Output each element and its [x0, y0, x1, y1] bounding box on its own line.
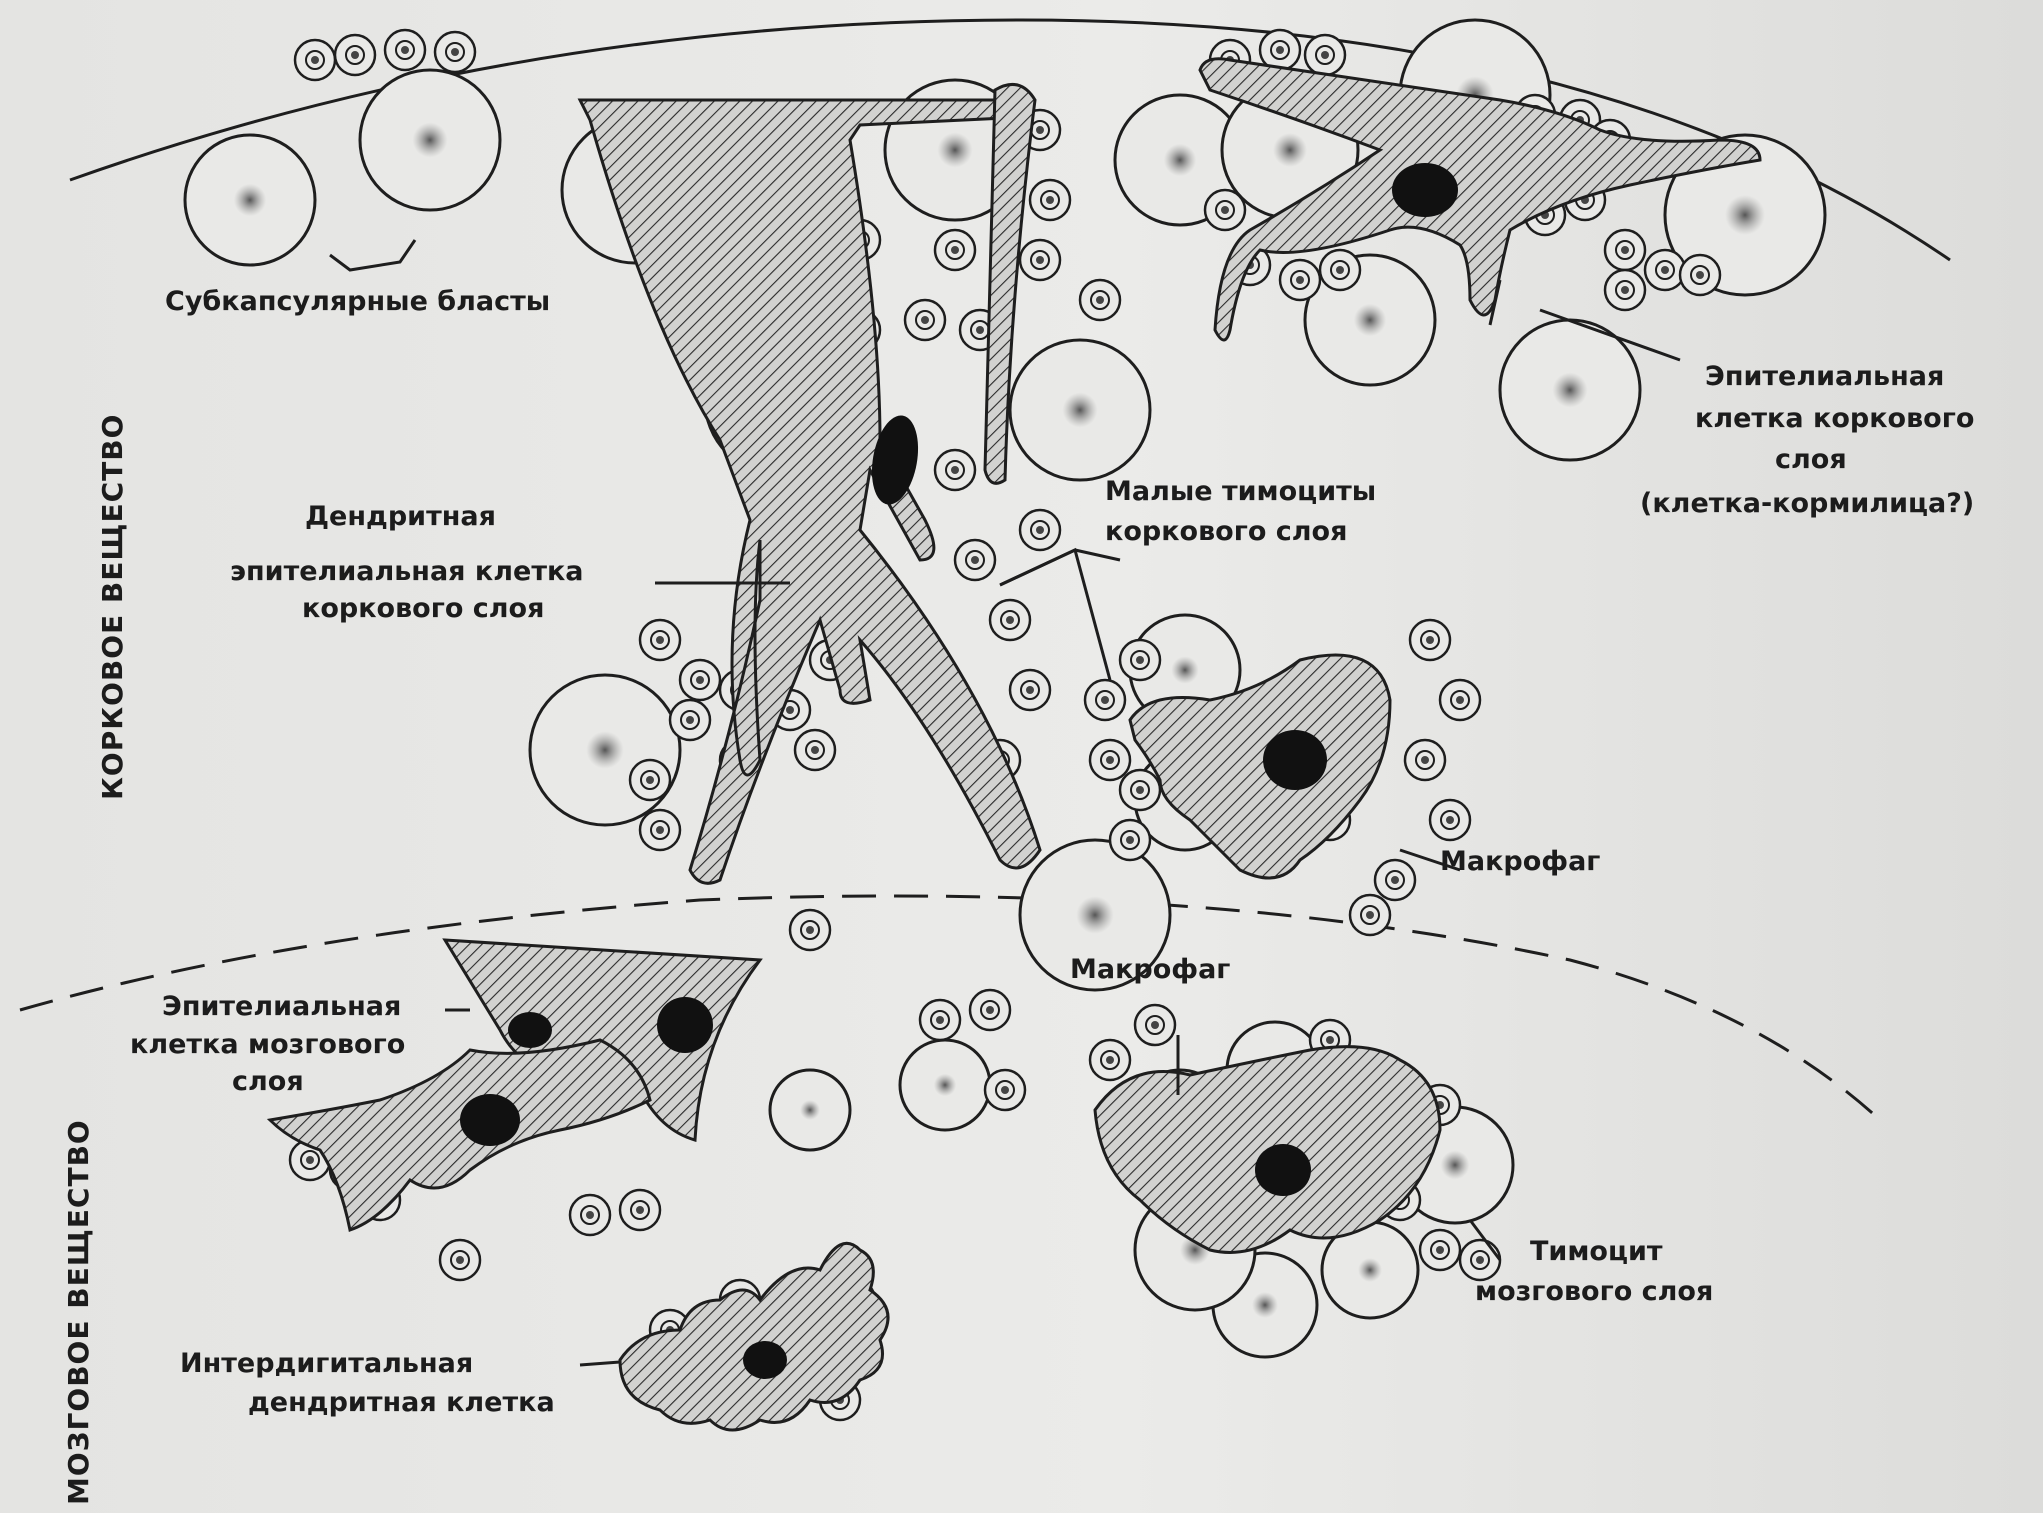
label-medullary-epithelial-1: Эпителиальная [162, 991, 401, 1022]
label-cortical-epithelial-2: клетка коркового [1695, 403, 1974, 434]
small-thymocyte [1375, 860, 1415, 900]
small-thymocyte [335, 35, 375, 75]
small-thymocyte [1280, 260, 1320, 300]
small-thymocyte [1080, 280, 1120, 320]
large-cell [770, 1070, 850, 1150]
small-thymocyte [1030, 180, 1070, 220]
small-thymocyte [1090, 1040, 1130, 1080]
label-cortical-epithelial-3: слоя [1775, 444, 1847, 475]
small-thymocyte [790, 910, 830, 950]
small-thymocyte [1440, 680, 1480, 720]
small-thymocyte [1405, 740, 1445, 780]
small-thymocyte [1085, 680, 1125, 720]
small-thymocyte [640, 620, 680, 660]
small-thymocyte [670, 700, 710, 740]
small-thymocyte [1020, 240, 1060, 280]
large-cell [900, 1040, 990, 1130]
small-thymocyte [630, 760, 670, 800]
small-thymocyte [905, 300, 945, 340]
small-thymocyte [385, 30, 425, 70]
label-dendritic-2: эпителиальная клетка [230, 556, 584, 587]
large-cell [185, 135, 315, 265]
label-medullary-thymocyte-2: мозгового слоя [1475, 1276, 1713, 1307]
small-thymocyte [1605, 270, 1645, 310]
label-dendritic-3: коркового слоя [302, 593, 544, 624]
small-thymocyte [1605, 230, 1645, 270]
small-thymocyte [1430, 800, 1470, 840]
small-thymocyte [1320, 250, 1360, 290]
small-thymocyte [1120, 770, 1160, 810]
label-subcapsular-blasts: Субкапсулярные бласты [165, 286, 550, 317]
label-interdigitating-2: дендритная клетка [248, 1387, 555, 1418]
label-interdigitating-1: Интердигитальная [180, 1348, 473, 1379]
large-cell [360, 70, 500, 210]
small-thymocyte [620, 1190, 660, 1230]
label-macrophage-medulla: Макрофаг [1070, 954, 1230, 985]
large-cell [1010, 340, 1150, 480]
label-cortical-epithelial-4: (клетка-кормилица?) [1640, 488, 1974, 519]
small-thymocyte [570, 1195, 610, 1235]
small-thymocyte [680, 660, 720, 700]
medulla-side-label: МОЗГОВОЕ ВЕЩЕСТВО [62, 1119, 95, 1505]
small-thymocyte [1410, 620, 1450, 660]
small-thymocyte [1090, 740, 1130, 780]
small-thymocyte [1420, 1230, 1460, 1270]
label-medullary-epithelial-3: слоя [232, 1066, 304, 1097]
label-medullary-epithelial-2: клетка мозгового [130, 1029, 405, 1060]
small-thymocyte [920, 1000, 960, 1040]
small-thymocyte [1205, 190, 1245, 230]
small-thymocyte [985, 1070, 1025, 1110]
large-cell [1500, 320, 1640, 460]
label-macrophage-cortex: Макрофаг [1440, 846, 1600, 877]
small-thymocyte [435, 32, 475, 72]
small-thymocyte [1460, 1240, 1500, 1280]
cortex-side-label: КОРКОВОЕ ВЕЩЕСТВО [96, 414, 129, 800]
small-thymocyte [1305, 35, 1345, 75]
small-thymocyte [295, 40, 335, 80]
small-thymocyte [1010, 670, 1050, 710]
small-thymocyte [440, 1240, 480, 1280]
medullary-epithelial-cells [270, 940, 760, 1230]
small-thymocyte [1120, 640, 1160, 680]
small-thymocyte [970, 990, 1010, 1030]
label-dendritic-1: Дендритная [305, 501, 496, 532]
small-thymocyte [640, 810, 680, 850]
label-cortical-epithelial-1: Эпителиальная [1705, 361, 1944, 392]
small-thymocyte [795, 730, 835, 770]
large-cell [530, 675, 680, 825]
small-thymocyte [1680, 255, 1720, 295]
small-thymocyte [990, 600, 1030, 640]
small-thymocyte [935, 230, 975, 270]
small-thymocyte [1110, 820, 1150, 860]
label-small-thymocytes-1: Малые тимоциты [1105, 476, 1376, 507]
small-thymocyte [1135, 1005, 1175, 1045]
small-thymocyte [1645, 250, 1685, 290]
small-thymocyte [1020, 510, 1060, 550]
small-thymocyte [1350, 895, 1390, 935]
label-medullary-thymocyte-1: Тимоцит [1530, 1236, 1663, 1267]
small-thymocyte [955, 540, 995, 580]
label-small-thymocytes-2: коркового слоя [1105, 516, 1347, 547]
small-thymocyte [935, 450, 975, 490]
